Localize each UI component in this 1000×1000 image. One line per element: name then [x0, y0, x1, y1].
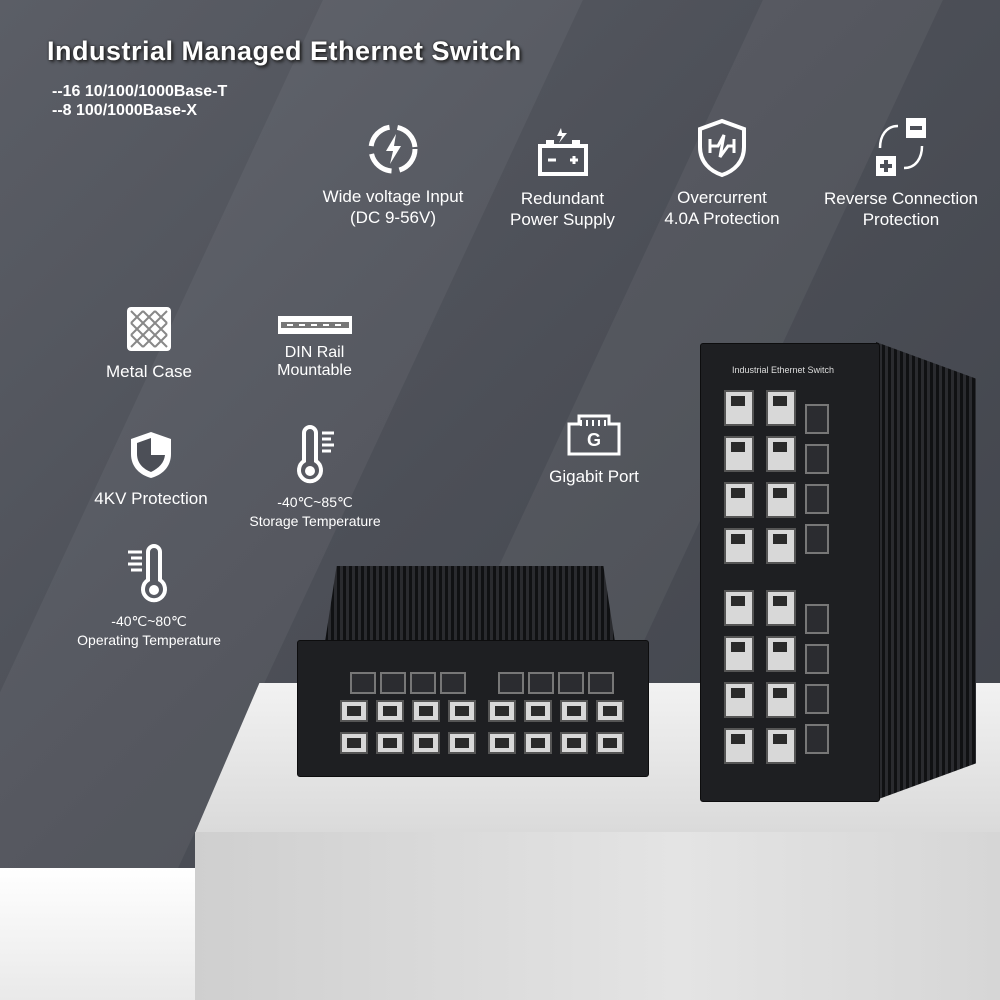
rj45-port — [766, 436, 796, 472]
rj45-port — [596, 700, 624, 722]
feature-wide-voltage: Wide voltage Input (DC 9-56V) — [313, 120, 473, 228]
thermometer-icon — [128, 544, 167, 603]
sfp-port — [440, 672, 466, 694]
sfp-port — [805, 724, 829, 754]
sfp-port — [805, 684, 829, 714]
sfp-port — [528, 672, 554, 694]
feature-line1: Metal Case — [106, 362, 192, 381]
rj45-port — [724, 590, 754, 626]
rj45-port — [724, 636, 754, 672]
spec-fiber: --8 100/1000Base-X — [52, 102, 197, 119]
feature-line1: -40℃~85℃ — [277, 494, 353, 510]
sfp-port — [410, 672, 436, 694]
gigabit-glyph: G — [587, 430, 601, 450]
feature-line1: Overcurrent — [677, 188, 767, 207]
rj45-port — [412, 732, 440, 754]
rj45-port — [376, 700, 404, 722]
feature-storage-temp: -40℃~85℃ Storage Temperature — [240, 425, 390, 531]
feature-line1: DIN Rail — [284, 344, 345, 361]
thermometer-icon — [297, 425, 334, 484]
feature-redundant-power: Redundant Power Supply — [495, 124, 630, 230]
rj45-port — [376, 732, 404, 754]
sfp-port — [588, 672, 614, 694]
rj45-port — [524, 732, 552, 754]
polarity-swap-icon — [876, 118, 926, 176]
feature-line1: Redundant — [520, 189, 605, 208]
feature-line2: Storage Temperature — [249, 513, 381, 529]
lightning-cycle-icon — [368, 124, 418, 174]
feature-line1: -40℃~80℃ — [111, 613, 187, 629]
feature-line1: 4KV Protection — [94, 489, 208, 508]
rj45-port — [488, 700, 516, 722]
sfp-port — [805, 604, 829, 634]
rj45-port — [596, 732, 624, 754]
feature-line2: (DC 9-56V) — [350, 208, 436, 227]
shield-icon — [131, 432, 171, 478]
sfp-port — [498, 672, 524, 694]
feature-gigabit-port: G Gigabit Port — [538, 412, 650, 487]
sfp-port — [805, 644, 829, 674]
feature-line2: Protection — [862, 210, 940, 229]
page-title: Industrial Managed Ethernet Switch — [47, 36, 522, 66]
shield-surge-icon — [698, 118, 746, 178]
rj45-port — [724, 528, 754, 564]
feature-din-rail: DIN Rail Mountable — [262, 314, 367, 380]
heatsink-side — [876, 342, 976, 800]
feature-line1: Reverse Connection — [823, 189, 979, 208]
rj45-port — [340, 700, 368, 722]
sfp-port — [805, 444, 829, 474]
rj45-port — [448, 732, 476, 754]
sfp-port — [350, 672, 376, 694]
pedestal-front — [195, 832, 1000, 1000]
feature-line1: Wide voltage Input — [322, 187, 464, 206]
feature-operating-temp: -40℃~80℃ Operating Temperature — [64, 544, 234, 650]
feature-line1: Gigabit Port — [549, 467, 639, 486]
metal-grid-icon — [127, 307, 171, 351]
rj45-port — [340, 732, 368, 754]
sfp-port — [805, 404, 829, 434]
rj45-port — [524, 700, 552, 722]
din-rail-icon — [277, 316, 352, 334]
sfp-port — [558, 672, 584, 694]
rj45-port — [560, 700, 588, 722]
rj45-port — [724, 682, 754, 718]
rj45-port — [766, 728, 796, 764]
heatsink-top — [325, 566, 615, 642]
feature-line2: Mountable — [277, 362, 352, 379]
feature-overcurrent: Overcurrent 4.0A Protection — [652, 117, 792, 229]
feature-4kv-protection: 4KV Protection — [86, 430, 216, 509]
rj45-port — [724, 436, 754, 472]
rj45-port — [448, 700, 476, 722]
feature-line2: 4.0A Protection — [664, 209, 780, 228]
rj45-port — [412, 700, 440, 722]
rj45-port — [560, 732, 588, 754]
rj45-port — [488, 732, 516, 754]
battery-icon — [537, 128, 588, 176]
rj45-port — [766, 590, 796, 626]
feature-line2: Operating Temperature — [77, 632, 221, 648]
rj45-port — [766, 682, 796, 718]
feature-reverse-connection: Reverse Connection Protection — [815, 114, 987, 230]
feature-line2: Power Supply — [510, 210, 615, 229]
rj45-port — [766, 390, 796, 426]
device-label: Industrial Ethernet Switch — [732, 365, 835, 375]
rj45-port — [724, 482, 754, 518]
sfp-port — [805, 484, 829, 514]
spec-copper: --16 10/100/1000Base-T — [52, 83, 228, 100]
gigabit-port-icon: G — [567, 414, 621, 456]
rj45-port — [766, 636, 796, 672]
rj45-port — [724, 728, 754, 764]
rj45-port — [724, 390, 754, 426]
feature-metal-case: Metal Case — [94, 305, 204, 382]
sfp-port — [380, 672, 406, 694]
rj45-port — [766, 482, 796, 518]
sfp-port — [805, 524, 829, 554]
rj45-port — [766, 528, 796, 564]
